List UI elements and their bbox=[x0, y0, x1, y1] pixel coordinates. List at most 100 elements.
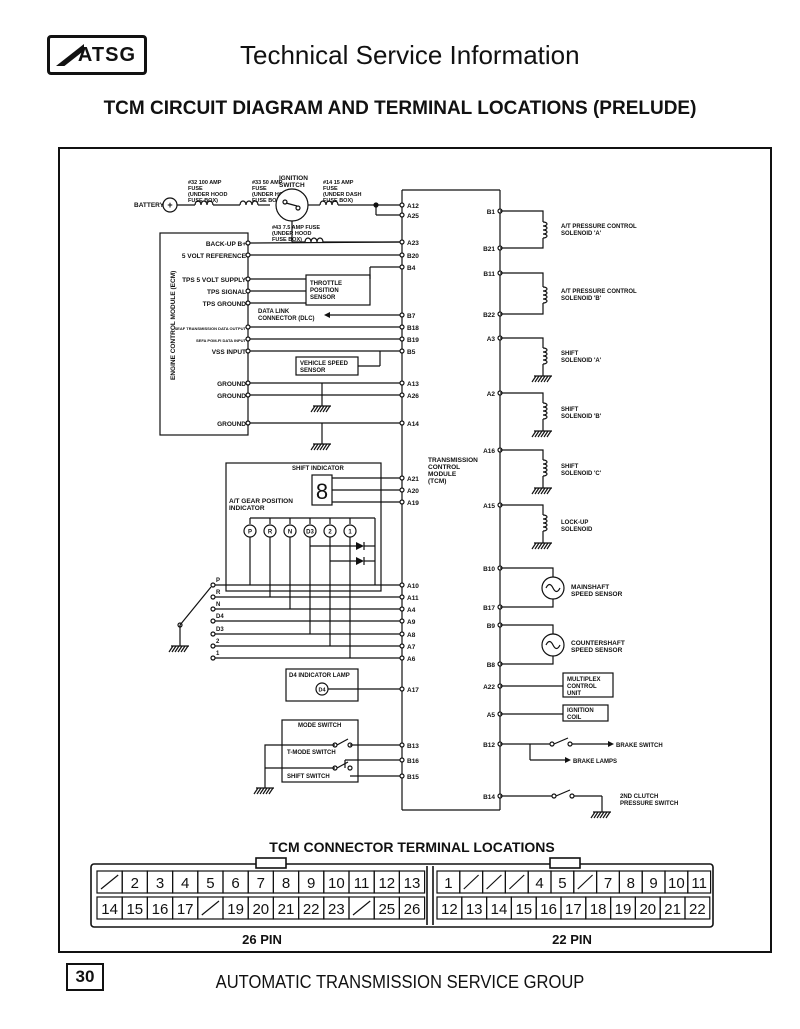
lockup-solenoid-label: LOCK-UP bbox=[561, 520, 588, 526]
tcm-pin-terminal bbox=[399, 742, 405, 748]
range-label: 2 bbox=[216, 639, 220, 645]
pin26-r2: 15 bbox=[126, 901, 143, 918]
ign-arm bbox=[285, 202, 298, 207]
shift-solenoid-b-label: SOLENOID 'B' bbox=[561, 414, 602, 420]
tcm-label: (TCM) bbox=[428, 478, 446, 485]
tcm-pin-terminal bbox=[399, 239, 405, 245]
pin26-r2: 14 bbox=[101, 901, 118, 918]
ecm-pin-label: 5 VOLT REFERENCE bbox=[182, 253, 247, 260]
pin26-r1: 8 bbox=[282, 875, 290, 892]
ecm-terminal bbox=[245, 324, 251, 330]
fuse14-label: (UNDER DASH bbox=[323, 192, 362, 198]
fuse14-label: #14 15 AMP bbox=[323, 180, 354, 186]
tcm-pin: A15 bbox=[483, 503, 495, 510]
clutch-switch-label: 2ND CLUTCH bbox=[620, 794, 658, 800]
unused-pin-slash bbox=[463, 874, 480, 890]
wire bbox=[500, 303, 544, 315]
ign-coil-box bbox=[562, 704, 609, 722]
tcm-pin-terminal bbox=[399, 643, 405, 649]
fuse14-label: FUSE BOX) bbox=[323, 198, 353, 204]
range-switch-arm bbox=[179, 586, 212, 626]
shift-switch-icon bbox=[336, 761, 349, 769]
pin22-r1: 10 bbox=[668, 875, 685, 892]
gear-lamp-label: 2 bbox=[328, 530, 332, 536]
pin22-r2: 17 bbox=[565, 901, 582, 918]
wire bbox=[500, 656, 554, 665]
ground-icon bbox=[310, 443, 316, 451]
fuse14-label: FUSE bbox=[323, 186, 338, 192]
tcm-pin-terminal bbox=[399, 475, 405, 481]
pin22-r1: 5 bbox=[558, 875, 566, 892]
logo-text: ATSG bbox=[77, 43, 136, 66]
tcm-pin: A23 bbox=[407, 240, 419, 247]
pin22-r2: 13 bbox=[466, 901, 483, 918]
wire bbox=[500, 599, 554, 608]
gear-lamp-label: D3 bbox=[306, 530, 314, 536]
wire bbox=[500, 567, 554, 577]
gear-lamp-label: 1 bbox=[348, 530, 352, 536]
tcm-pin: B1 bbox=[487, 209, 496, 216]
pin22-r1: 11 bbox=[691, 875, 707, 892]
pin22-r1-cell bbox=[687, 870, 712, 894]
pin22-r2: 14 bbox=[491, 901, 508, 918]
t-mode-switch-icon bbox=[336, 738, 349, 746]
shift-solenoid-a-icon bbox=[542, 347, 548, 365]
ground-icon bbox=[177, 645, 183, 653]
clutch-switch-icon bbox=[551, 793, 557, 799]
dlc-label: CONNECTOR (DLC) bbox=[258, 316, 315, 322]
pin22-r1: 4 bbox=[535, 875, 543, 892]
tcm-pin: A2 bbox=[487, 391, 496, 398]
gear-position-label: INDICATOR bbox=[229, 505, 265, 512]
diagram-frame bbox=[58, 147, 772, 953]
tcm-pin-terminal bbox=[399, 420, 405, 426]
ground-icon bbox=[596, 811, 602, 819]
ground-icon bbox=[534, 375, 540, 383]
connector-latch-icon bbox=[255, 857, 287, 869]
fuse43-icon bbox=[304, 237, 324, 243]
ground-icon bbox=[180, 645, 186, 653]
tcm-pin-terminal bbox=[399, 252, 405, 258]
tcm-pin: A17 bbox=[407, 687, 419, 694]
pin22-r2-cell bbox=[684, 896, 711, 920]
pin22-r2: 16 bbox=[540, 901, 557, 918]
shift-solenoid-b-label: SHIFT bbox=[561, 407, 579, 413]
fuse32-label: (UNDER HOOD bbox=[188, 192, 227, 198]
tcm-pin: B8 bbox=[487, 662, 496, 669]
tcm-pin-terminal bbox=[399, 487, 405, 493]
tcm-label: MODULE bbox=[428, 471, 457, 478]
fuse43-label: #43 7.5 AMP FUSE bbox=[272, 225, 320, 231]
shift-switch-icon bbox=[347, 765, 353, 771]
ground-icon bbox=[316, 405, 322, 413]
pin26-r1: 6 bbox=[231, 875, 239, 892]
tcm-pin: B17 bbox=[483, 605, 495, 612]
unused-pin-slash bbox=[352, 900, 371, 916]
tcm-pin: B4 bbox=[407, 265, 416, 272]
tcm-pin-terminal bbox=[399, 336, 405, 342]
tcm-pin-terminal bbox=[399, 686, 405, 692]
range-switch-contact bbox=[210, 582, 216, 588]
fuse32-label: FUSE BOX) bbox=[188, 198, 218, 204]
pc-solenoid-b-icon bbox=[542, 286, 548, 304]
tcm-pin: B21 bbox=[483, 246, 495, 253]
tcm-pin: A6 bbox=[407, 656, 416, 663]
ground-icon bbox=[605, 811, 611, 819]
tcm-pin: B10 bbox=[483, 566, 495, 573]
range-switch-contact bbox=[210, 631, 216, 637]
tcm-pin: B7 bbox=[407, 313, 416, 320]
mainshaft-label: MAINSHAFT bbox=[571, 584, 609, 591]
unused-pin-slash bbox=[100, 874, 119, 890]
pin22-r2: 20 bbox=[639, 901, 656, 918]
ground-icon bbox=[183, 645, 189, 653]
arrow-icon bbox=[565, 757, 571, 763]
ground-icon bbox=[253, 787, 259, 795]
ecm-pin-label: GROUND bbox=[217, 421, 246, 428]
mode-switch-label: MODE SWITCH bbox=[298, 723, 341, 729]
range-label: 1 bbox=[216, 651, 220, 657]
fuse32-icon bbox=[194, 200, 214, 206]
pin26-r1: 9 bbox=[307, 875, 315, 892]
throttle-sensor-box bbox=[305, 274, 371, 306]
ground-icon bbox=[171, 645, 177, 653]
tcm-pin: A9 bbox=[407, 619, 416, 626]
wire bbox=[500, 272, 544, 287]
